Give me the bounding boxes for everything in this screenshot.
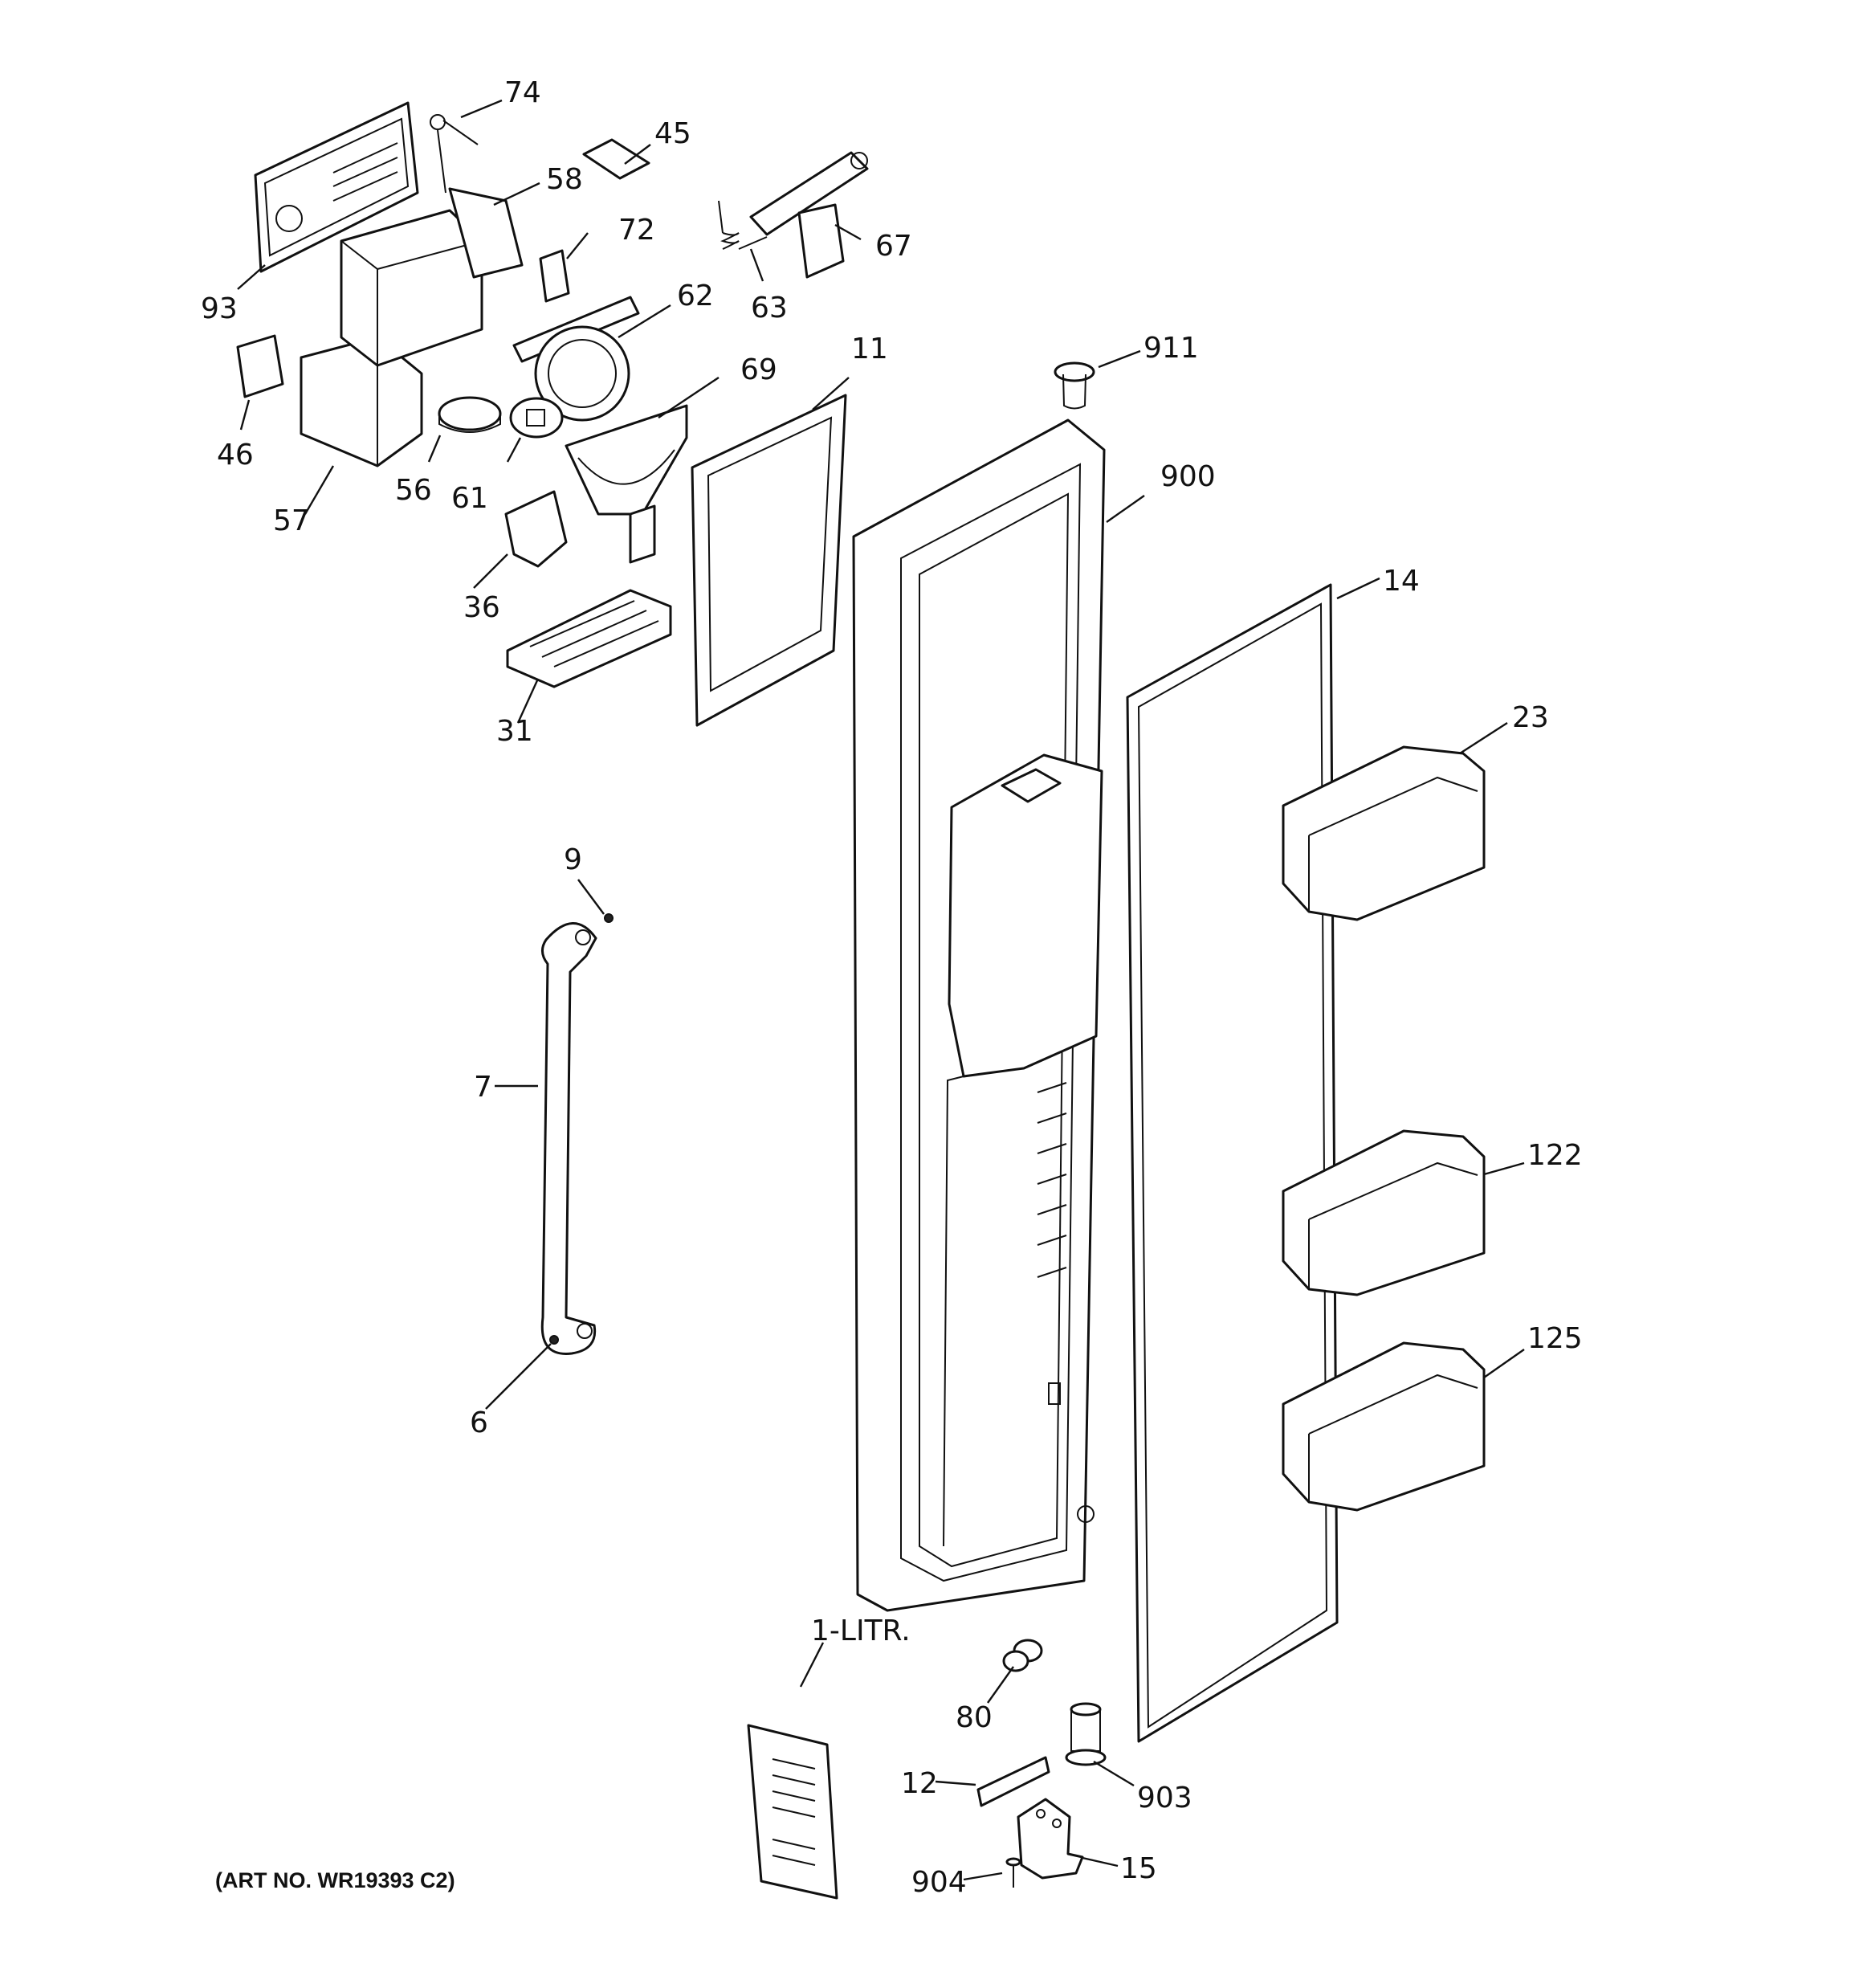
callout-80: 80 xyxy=(956,1701,993,1734)
callout-45: 45 xyxy=(654,117,691,150)
callout-15: 15 xyxy=(1120,1852,1157,1885)
part-122-door-bin xyxy=(1282,1129,1486,1296)
part-903-hinge-pin xyxy=(1065,1702,1107,1766)
callout-900: 900 xyxy=(1160,460,1216,493)
callout-9: 9 xyxy=(564,843,582,876)
callout-57: 57 xyxy=(273,504,310,537)
part-14-door-gasket xyxy=(1126,583,1339,1743)
part-904-screw xyxy=(1005,1857,1021,1888)
callout-72: 72 xyxy=(618,214,655,247)
part-6-screw xyxy=(549,1335,559,1345)
part-63-spring xyxy=(718,200,768,250)
part-900-freezer-door xyxy=(852,418,1106,1612)
callout-1-litr: 1-LITR. xyxy=(811,1614,911,1647)
callout-61: 61 xyxy=(451,482,488,515)
art-number: (ART NO. WR19393 C2) xyxy=(215,1868,455,1892)
callout-63: 63 xyxy=(751,292,788,325)
callout-911: 911 xyxy=(1143,332,1199,365)
callout-56: 56 xyxy=(395,474,432,507)
leader-lines xyxy=(237,99,1525,1881)
callout-62: 62 xyxy=(677,280,714,312)
part-57-dispenser-housing xyxy=(300,187,524,467)
part-9-screw xyxy=(604,913,614,923)
callout-74: 74 xyxy=(504,76,541,109)
part-72-switch xyxy=(539,249,570,303)
part-69-chute xyxy=(565,404,688,564)
part-74-spring xyxy=(430,114,479,194)
part-7-door-handle xyxy=(540,922,597,1355)
callout-31: 31 xyxy=(496,715,533,748)
callout-58: 58 xyxy=(546,163,583,196)
callout-11: 11 xyxy=(851,333,888,365)
part-31-drip-tray xyxy=(506,589,672,688)
callout-14: 14 xyxy=(1383,565,1420,598)
part-61-coupler xyxy=(509,397,564,439)
part-56-auger xyxy=(438,396,502,433)
part-80-plug xyxy=(1002,1639,1043,1672)
callout-67: 67 xyxy=(875,230,912,263)
callout-36: 36 xyxy=(463,591,500,624)
callout-904: 904 xyxy=(911,1866,967,1899)
part-15-bottom-hinge xyxy=(1017,1798,1084,1880)
callout-labels: 74 45 58 72 67 93 63 62 46 69 11 911 56 … xyxy=(201,76,1583,1899)
callout-69: 69 xyxy=(740,353,777,386)
part-12-hinge-shim xyxy=(976,1756,1050,1807)
part-125-door-bin xyxy=(1282,1341,1486,1512)
part-23-door-bin xyxy=(1282,745,1486,921)
part-93-control-panel xyxy=(254,101,419,273)
callout-903: 903 xyxy=(1137,1782,1192,1815)
part-1-litr-literature xyxy=(747,1724,838,1900)
callout-7: 7 xyxy=(474,1071,492,1104)
part-67-actuator-arm xyxy=(749,151,869,279)
callout-125: 125 xyxy=(1527,1322,1583,1355)
part-45-bracket xyxy=(582,138,650,180)
callout-93: 93 xyxy=(201,292,238,325)
callout-23: 23 xyxy=(1512,701,1549,734)
part-36-switch-bracket xyxy=(504,490,568,568)
part-911-hinge-bushing xyxy=(1054,361,1095,410)
part-46-cover xyxy=(236,334,284,398)
callout-122: 122 xyxy=(1527,1139,1583,1172)
part-11-dispenser-recess-frame xyxy=(691,394,847,727)
part-62-motor-ring xyxy=(512,296,640,422)
callout-6: 6 xyxy=(470,1406,488,1439)
callout-46: 46 xyxy=(217,439,254,471)
callout-12: 12 xyxy=(901,1767,938,1800)
